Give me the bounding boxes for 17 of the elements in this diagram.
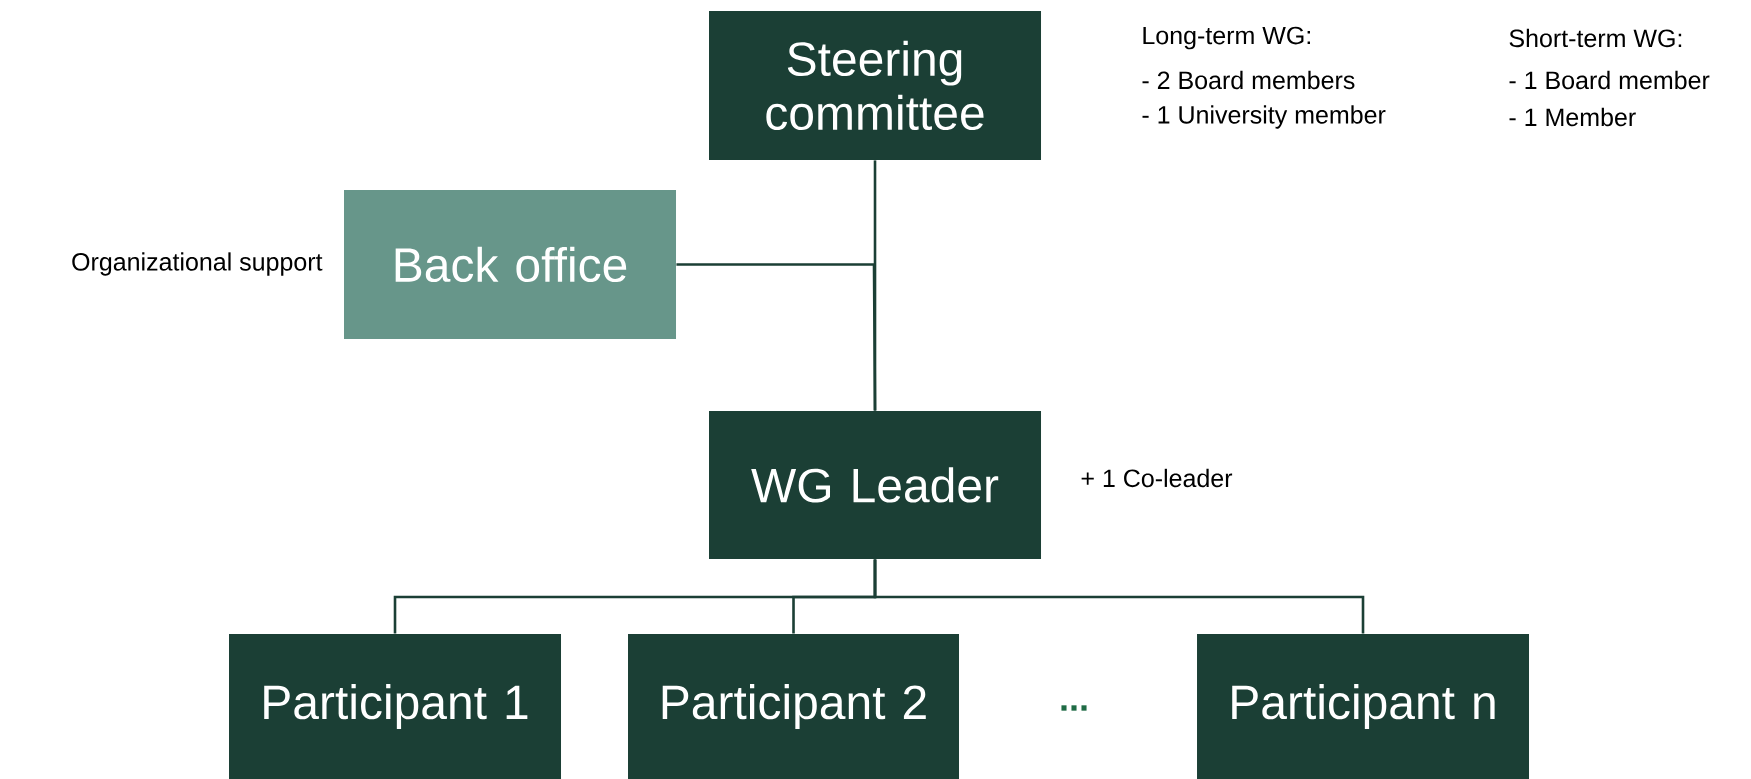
- connector-line: [676, 263, 877, 411]
- note-text: Short-term WG:: [1509, 28, 1682, 48]
- note-text: Long-term WG:: [1143, 26, 1310, 50]
- org-box: Participant 2: [628, 634, 959, 779]
- org-box: WG Leader: [709, 411, 1041, 559]
- note-text: - 1 Board member: [1509, 70, 1710, 90]
- note-text: - 1 University member: [1142, 105, 1386, 129]
- org-box: Back office: [344, 190, 676, 339]
- org-box: Steering committee: [709, 11, 1041, 160]
- side-note: + 1 Co-leader: [1081, 468, 1233, 488]
- side-note: Organizational support: [72, 252, 323, 276]
- note-text: - 2 Board members: [1142, 70, 1355, 90]
- note-text: - 1 Member: [1509, 107, 1636, 127]
- org-box: Participant 1: [229, 634, 561, 779]
- org-box: Participant n: [1197, 634, 1529, 779]
- ellipsis-label: ...: [1061, 705, 1087, 711]
- connector-line: [873, 559, 1365, 634]
